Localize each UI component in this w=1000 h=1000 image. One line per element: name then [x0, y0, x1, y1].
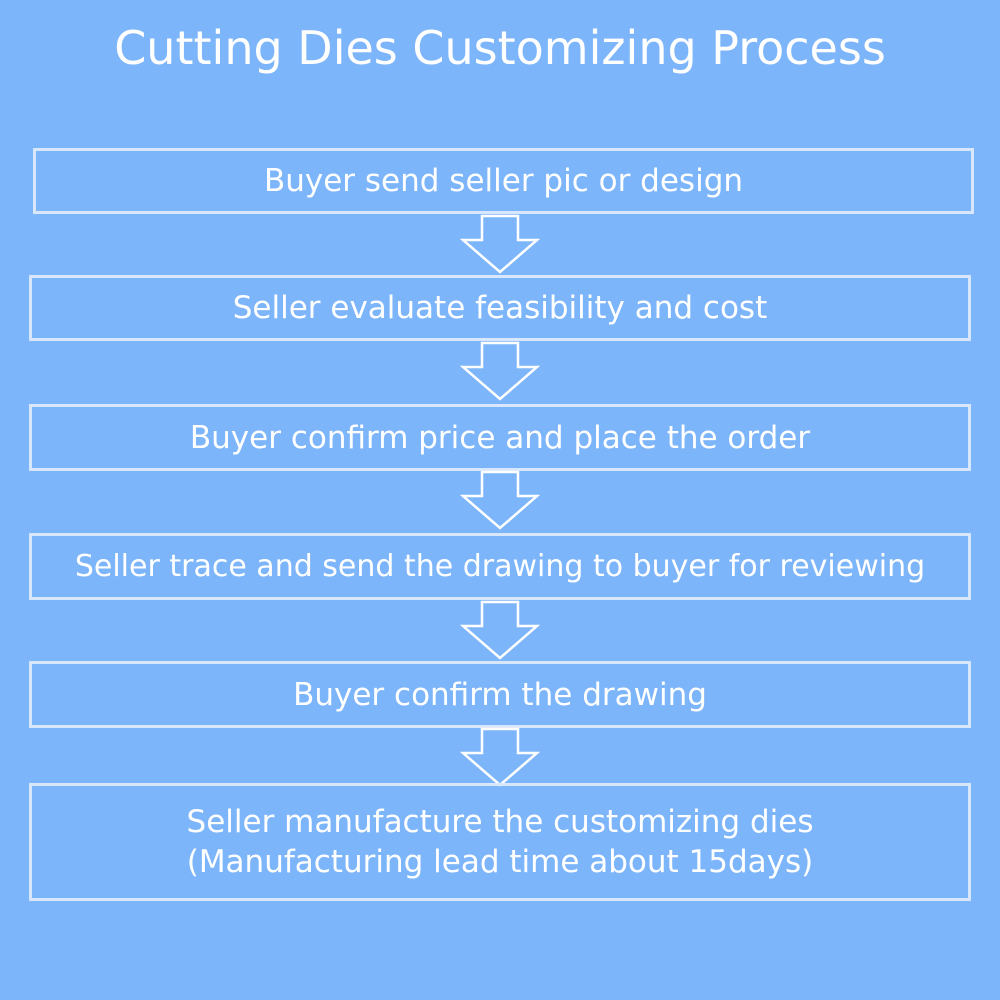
step-5-text: Buyer confirm the drawing	[293, 676, 707, 713]
down-arrow-icon	[460, 341, 540, 401]
step-1-box: Buyer send seller pic or design	[33, 148, 974, 214]
step-2-box: Seller evaluate feasibility and cost	[29, 275, 971, 341]
step-3-box: Buyer confirm price and place the order	[29, 404, 971, 471]
step-6-text-line-1: Seller manufacture the customizing dies	[186, 804, 814, 840]
step-6-text-line-2: (Manufacturing lead time about 15days)	[186, 844, 814, 880]
step-6-box: Seller manufacture the customizing dies …	[29, 783, 971, 901]
step-4-text: Seller trace and send the drawing to buy…	[74, 548, 926, 584]
step-3-text: Buyer confirm price and place the order	[189, 419, 811, 456]
down-arrow-icon	[460, 727, 540, 787]
step-2-text: Seller evaluate feasibility and cost	[232, 290, 768, 326]
step-1-text: Buyer send seller pic or design	[263, 163, 744, 199]
down-arrow-icon	[460, 600, 540, 660]
down-arrow-icon	[460, 470, 540, 530]
diagram-title: Cutting Dies Customizing Process	[114, 21, 886, 75]
step-4-box: Seller trace and send the drawing to buy…	[29, 533, 971, 600]
step-5-box: Buyer confirm the drawing	[29, 661, 971, 728]
down-arrow-icon	[460, 214, 540, 274]
